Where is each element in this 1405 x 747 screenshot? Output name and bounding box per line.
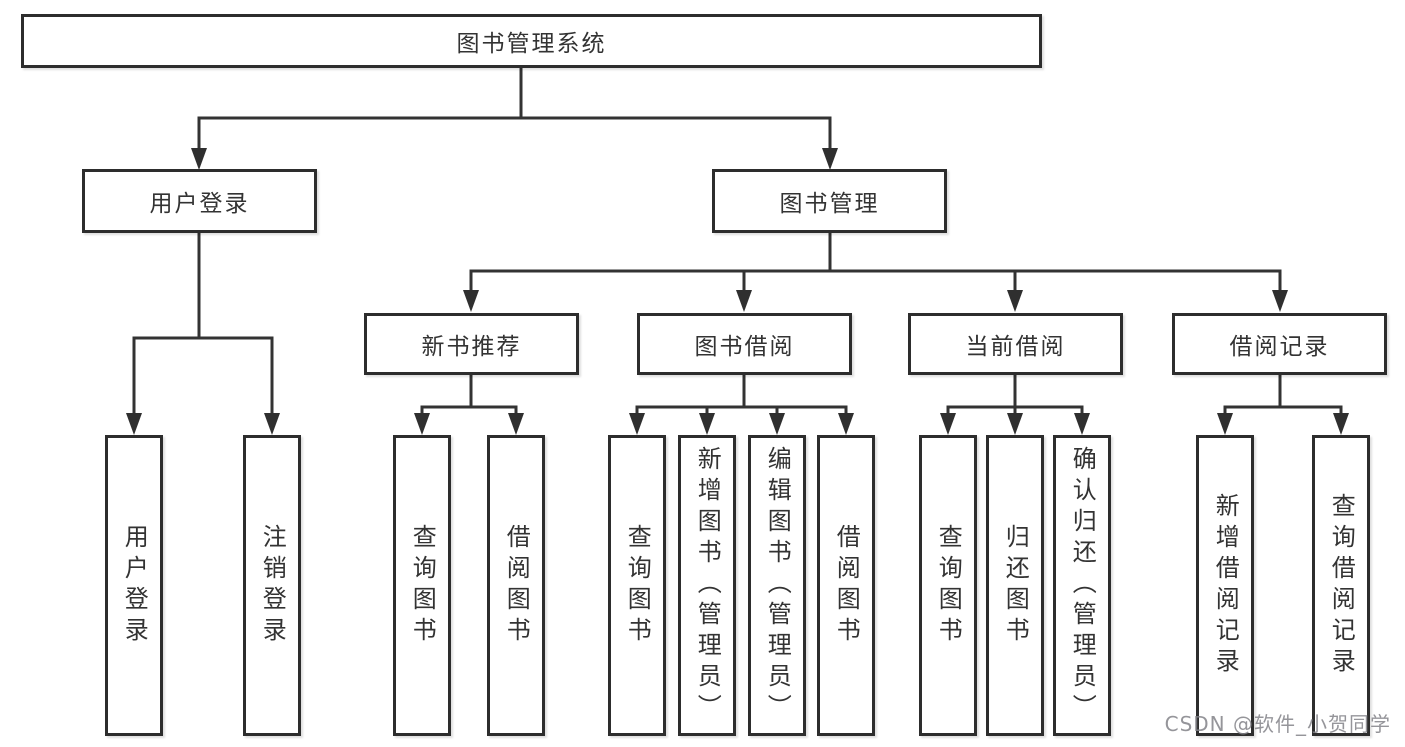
- node-label: 查询借阅记录: [1327, 492, 1356, 679]
- node-borrowing-records: 借阅记录: [1172, 313, 1387, 375]
- node-label: 注销登录: [258, 523, 287, 648]
- leaf-confirm-return-admin: 确认归还（管理员）: [1053, 435, 1111, 736]
- arrow-down-icon: [191, 148, 207, 170]
- arrow-down-icon: [940, 413, 956, 435]
- arrow-down-icon: [1007, 290, 1023, 312]
- node-label: 图书借阅: [694, 334, 795, 360]
- leaf-borrow-books-recommend: 借阅图书: [487, 435, 545, 736]
- arrow-down-icon: [822, 148, 838, 170]
- node-label: 用户登录: [149, 191, 250, 217]
- node-label: 用户登录: [120, 523, 149, 648]
- node-book-management: 图书管理: [712, 169, 947, 233]
- arrow-down-icon: [736, 290, 752, 312]
- node-label: 借阅记录: [1229, 334, 1330, 360]
- leaf-query-books-current: 查询图书: [919, 435, 977, 736]
- node-label: 图书管理系统: [456, 31, 607, 57]
- node-current-borrowing: 当前借阅: [908, 313, 1123, 375]
- tree-spine-lines: [132, 66, 1343, 409]
- node-label: 确认归还（管理员）: [1068, 446, 1097, 725]
- leaf-query-borrow-record: 查询借阅记录: [1312, 435, 1370, 736]
- node-library-management-system: 图书管理系统: [21, 14, 1042, 68]
- leaf-add-borrow-record: 新增借阅记录: [1196, 435, 1254, 736]
- node-label: 当前借阅: [965, 334, 1066, 360]
- arrow-down-icon: [508, 413, 524, 435]
- watermark: CSDN @软件_小贺同学: [1164, 712, 1391, 736]
- leaf-borrow-books: 借阅图书: [817, 435, 875, 736]
- node-label: 图书管理: [779, 191, 880, 217]
- node-label: 新增图书（管理员）: [693, 446, 722, 725]
- node-label: 查询图书: [408, 523, 437, 648]
- arrow-down-icon: [1007, 413, 1023, 435]
- node-label: 新书推荐: [421, 334, 522, 360]
- node-label: 借阅图书: [832, 523, 861, 648]
- node-label: 归还图书: [1001, 523, 1030, 648]
- leaf-return-books: 归还图书: [986, 435, 1044, 736]
- leaf-query-books-recommend: 查询图书: [393, 435, 451, 736]
- arrow-down-icon: [769, 413, 785, 435]
- arrow-down-icon: [463, 290, 479, 312]
- node-label: 新增借阅记录: [1211, 492, 1240, 679]
- node-label: 借阅图书: [502, 523, 531, 648]
- leaf-logout: 注销登录: [243, 435, 301, 736]
- arrow-down-icon: [838, 413, 854, 435]
- node-user-login: 用户登录: [82, 169, 317, 233]
- arrow-down-icon: [629, 413, 645, 435]
- node-new-book-recommendation: 新书推荐: [364, 313, 579, 375]
- node-book-borrowing: 图书借阅: [637, 313, 852, 375]
- leaf-query-books-borrowing: 查询图书: [608, 435, 666, 736]
- node-label: 编辑图书（管理员）: [763, 446, 792, 725]
- arrowhead-icons: [126, 148, 1349, 435]
- arrow-down-icon: [126, 413, 142, 435]
- leaf-user-login: 用户登录: [105, 435, 163, 736]
- arrow-down-icon: [1272, 290, 1288, 312]
- arrow-down-icon: [699, 413, 715, 435]
- arrow-down-icon: [1217, 413, 1233, 435]
- arrow-down-icon: [1333, 413, 1349, 435]
- arrow-down-icon: [1074, 413, 1090, 435]
- arrow-down-icon: [264, 413, 280, 435]
- node-label: 查询图书: [623, 523, 652, 648]
- leaf-edit-book-admin: 编辑图书（管理员）: [748, 435, 806, 736]
- leaf-add-book-admin: 新增图书（管理员）: [678, 435, 736, 736]
- node-label: 查询图书: [934, 523, 963, 648]
- arrow-down-icon: [414, 413, 430, 435]
